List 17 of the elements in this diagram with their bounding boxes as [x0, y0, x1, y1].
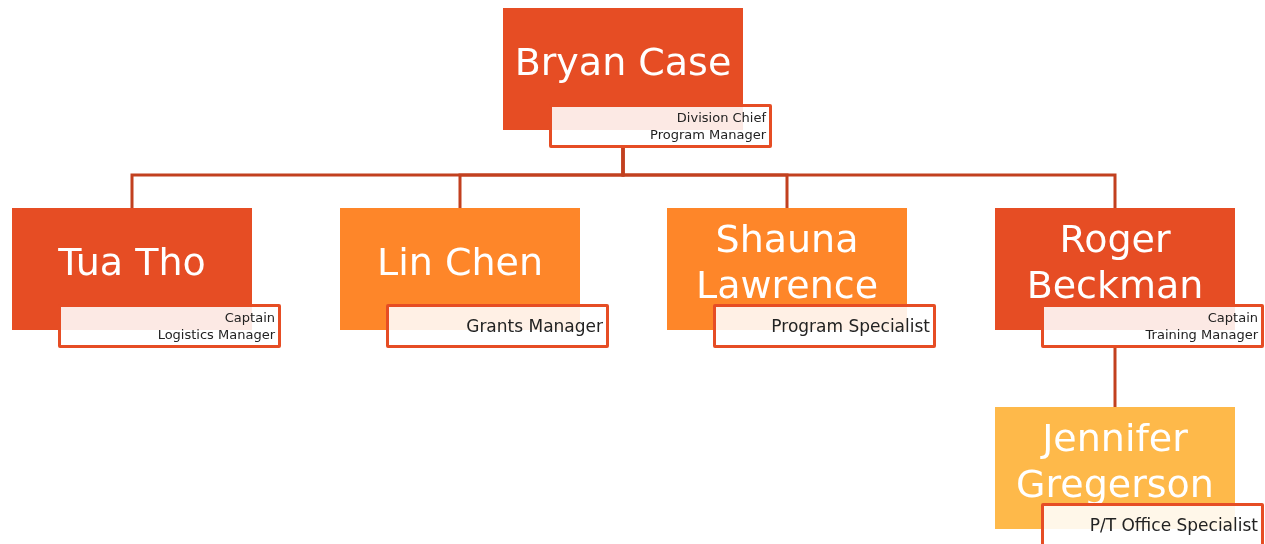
person-name: Bryan Case: [514, 39, 732, 85]
person-name: Jennifer Gregerson: [1015, 415, 1215, 507]
connector-line: [1113, 348, 1117, 407]
connector-line: [621, 148, 1117, 208]
job-title: Program Manager: [650, 126, 766, 143]
job-title: Program Specialist: [771, 316, 930, 336]
person-name: Shauna Lawrence: [694, 216, 880, 308]
job-title: Captain: [224, 309, 275, 326]
job-title: Captain: [1207, 309, 1258, 326]
job-title: Division Chief: [676, 109, 766, 126]
job-title: Training Manager: [1145, 326, 1258, 343]
person-name: Roger Beckman: [1025, 216, 1205, 308]
person-name: Tua Tho: [58, 239, 206, 285]
person-name: Lin Chen: [377, 239, 543, 285]
job-title: Logistics Manager: [157, 326, 275, 343]
job-title: P/T Office Specialist: [1089, 515, 1258, 535]
job-title: Grants Manager: [466, 316, 603, 336]
